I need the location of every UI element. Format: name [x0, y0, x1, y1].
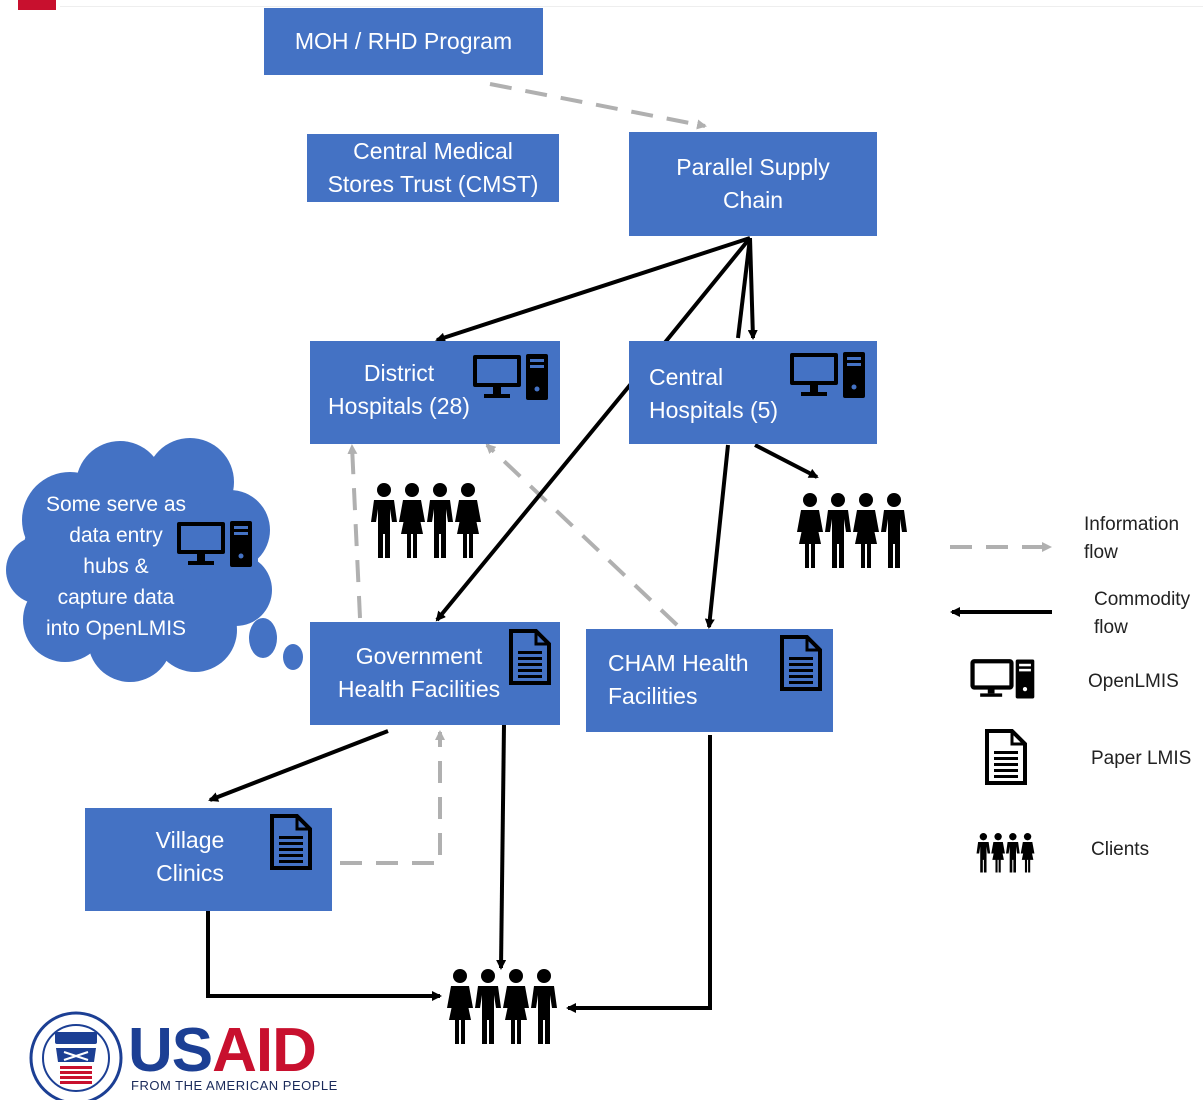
- village-clinics-box: Village Clinics: [85, 808, 332, 911]
- usaid-aid: AID: [212, 1016, 317, 1085]
- commodity-arrow-parallel-to-govt: [435, 236, 752, 622]
- computer-icon: [790, 352, 865, 398]
- commodity-arrow-central-to-cham: [704, 444, 730, 629]
- commodity-arrow-village-to-clients: [206, 911, 442, 1001]
- top-divider: [60, 6, 1203, 7]
- central-hospitals-box: Central Hospitals (5): [629, 341, 877, 444]
- central-hospitals-label: Central Hospitals (5): [649, 364, 779, 423]
- clients-icon: [797, 493, 907, 568]
- parallel-supply-chain-label: Parallel Supply Chain: [676, 154, 830, 213]
- cmst-label: Central Medical Stores Trust (CMST): [327, 138, 539, 197]
- info-arrow-moh-to-parallel: [489, 82, 707, 130]
- district-hospitals-box: District Hospitals (28): [310, 341, 560, 444]
- cloud-text: Some serve as data entry hubs & capture …: [45, 493, 187, 640]
- commodity-arrow-govt-to-clients: [496, 723, 507, 970]
- legend-information-flow: Information flow: [1084, 514, 1180, 563]
- info-arrow-govt-to-district: [347, 444, 362, 619]
- village-clinics-label: Village Clinics: [155, 827, 225, 886]
- government-health-facilities-label: Government Health Facilities: [337, 643, 501, 702]
- commodity-arrow-parallel-to-central: [747, 237, 758, 340]
- commodity-line-parallel-down: [736, 237, 752, 339]
- cmst-box: Central Medical Stores Trust (CMST): [307, 134, 559, 202]
- parallel-supply-chain-box: Parallel Supply Chain: [629, 132, 877, 236]
- clients-icon: [447, 969, 557, 1044]
- moh-rhd-program-box: MOH / RHD Program: [264, 8, 543, 75]
- document-icon: [509, 629, 551, 685]
- usaid-wordmark: USAID: [128, 1020, 317, 1082]
- clients-icon: [371, 483, 481, 558]
- usaid-us: US: [128, 1016, 213, 1085]
- legend-document-icon: [985, 729, 1027, 785]
- computer-icon: [473, 354, 548, 400]
- usaid-tagline: FROM THE AMERICAN PEOPLE: [131, 1078, 338, 1093]
- computer-icon: [177, 521, 252, 567]
- cham-health-facilities-box: CHAM Health Facilities: [586, 629, 833, 732]
- commodity-arrow-parallel-to-district: [435, 236, 751, 343]
- info-arrow-village-to-govt: [340, 730, 445, 865]
- cham-health-facilities-label: CHAM Health Facilities: [608, 650, 749, 709]
- info-arrow-cham-to-district: [485, 443, 679, 627]
- document-icon: [780, 635, 822, 691]
- commodity-arrow-cham-to-clients: [566, 735, 712, 1013]
- legend-computer-icon: [970, 659, 1035, 699]
- usaid-seal-icon: [29, 1011, 123, 1100]
- district-hospitals-label: District Hospitals (28): [328, 360, 470, 419]
- legend-paper-lmis: Paper LMIS: [1091, 748, 1192, 769]
- commodity-arrow-central-to-clients: [754, 443, 819, 479]
- document-icon: [270, 814, 312, 870]
- legend-clients: Clients: [1091, 839, 1150, 860]
- government-health-facilities-box: Government Health Facilities: [310, 622, 560, 725]
- legend-clients-icon: [976, 833, 1035, 873]
- legend-openlmis: OpenLMIS: [1088, 671, 1179, 692]
- moh-rhd-program-label: MOH / RHD Program: [294, 28, 513, 54]
- corner-accent: [18, 0, 56, 10]
- legend-commodity-flow: Commodity flow: [1094, 589, 1191, 638]
- commodity-arrow-govt-to-village: [208, 729, 389, 802]
